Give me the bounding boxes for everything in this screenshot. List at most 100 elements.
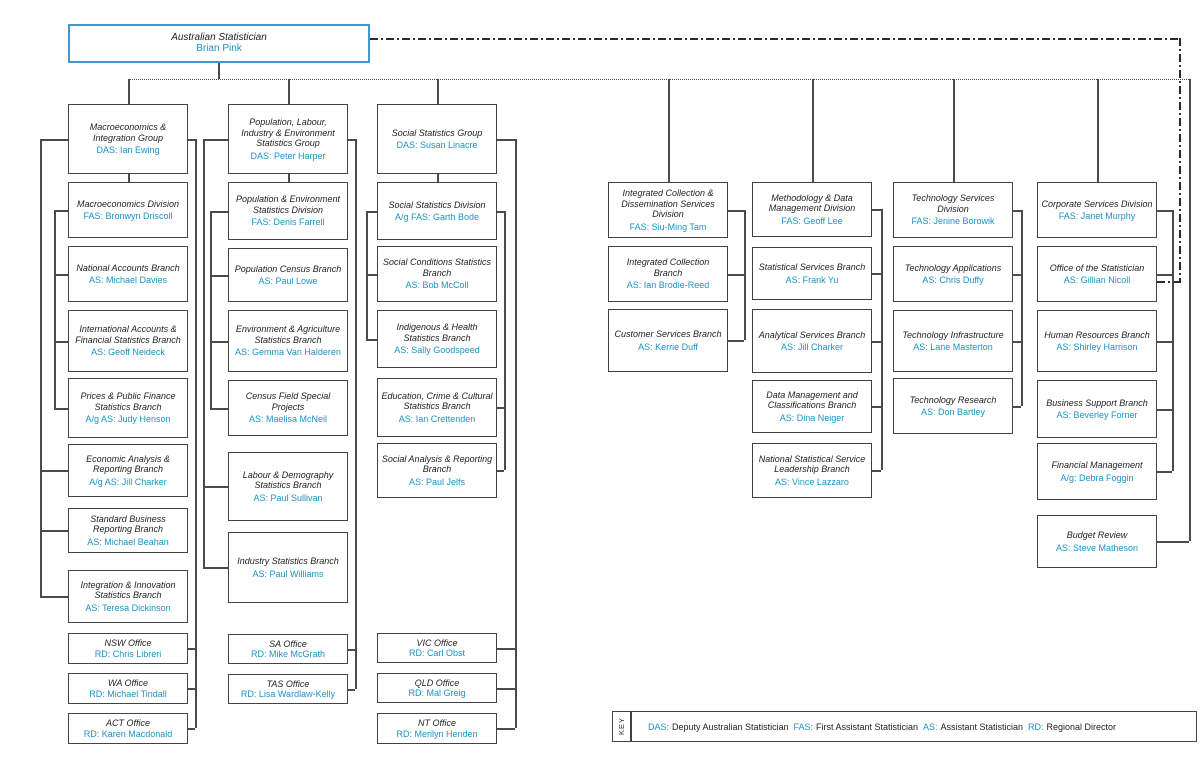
legend-entry-rd: RD:Regional Director — [1027, 721, 1116, 732]
org-box-analytical-services-branch: Analytical Services Branch AS: Jill Char… — [752, 309, 872, 373]
connector-line — [40, 139, 42, 596]
connector-line — [288, 79, 290, 104]
org-box-integrated-collection-dissemination-division: Integrated Collection & Dissemination Se… — [608, 182, 728, 238]
connector-line — [348, 689, 355, 691]
connector-line — [210, 211, 212, 408]
connector-line — [203, 139, 205, 567]
connector-line — [218, 63, 220, 79]
org-box-budget-review: Budget Review AS: Steve Matheson — [1037, 515, 1157, 568]
dashed-reporting-line — [1157, 281, 1181, 283]
org-box-macroeconomics-division: Macroeconomics Division FAS: Bronwyn Dri… — [68, 182, 188, 238]
connector-line — [1157, 471, 1172, 473]
connector-line — [188, 648, 195, 650]
connector-line — [40, 139, 68, 141]
connector-line — [744, 210, 746, 340]
legend-entry-fas: FAS:First Assistant Statistician — [793, 721, 919, 732]
org-box-standard-business-reporting-branch: Standard Business Reporting Branch AS: M… — [68, 508, 188, 553]
org-box-business-support-branch: Business Support Branch AS: Beverley For… — [1037, 380, 1157, 438]
connector-line — [881, 209, 883, 470]
connector-line — [203, 486, 228, 488]
connector-line — [668, 79, 670, 182]
org-box-act-office: ACT Office RD: Karen Macdonald — [68, 713, 188, 744]
connector-line — [1097, 79, 1099, 182]
legend-key-label: KEY — [617, 717, 626, 736]
connector-line — [872, 470, 881, 472]
org-box-technology-services-division: Technology Services Division FAS: Jenine… — [893, 182, 1013, 238]
org-box-population-environment-division: Population & Environment Statistics Divi… — [228, 182, 348, 240]
org-box-technology-infrastructure: Technology Infrastructure AS: Lane Maste… — [893, 310, 1013, 372]
org-box-technology-applications: Technology Applications AS: Chris Duffy — [893, 246, 1013, 302]
connector-line — [515, 139, 517, 728]
org-box-vic-office: VIC Office RD: Carl Obst — [377, 633, 497, 663]
connector-line — [497, 407, 504, 409]
org-box-qld-office: QLD Office RD: Mal Greig — [377, 673, 497, 703]
org-box-integrated-collection-branch: Integrated Collection Branch AS: Ian Bro… — [608, 246, 728, 302]
connector-line — [348, 139, 355, 141]
org-box-environment-agriculture-branch: Environment & Agriculture Statistics Bra… — [228, 310, 348, 372]
connector-line — [128, 79, 1189, 80]
org-box-indigenous-health-branch: Indigenous & Health Statistics Branch AS… — [377, 310, 497, 368]
org-box-nt-office: NT Office RD: Merilyn Henden — [377, 713, 497, 744]
connector-line — [366, 339, 377, 341]
connector-line — [203, 567, 228, 569]
legend-entry-das: DAS:Deputy Australian Statistician — [648, 721, 789, 732]
connector-line — [728, 340, 744, 342]
org-box-social-statistics-group: Social Statistics Group DAS: Susan Linac… — [377, 104, 497, 174]
connector-line — [40, 530, 68, 532]
connector-line — [1013, 274, 1021, 276]
connector-line — [188, 688, 195, 690]
connector-line — [210, 275, 228, 277]
connector-line — [497, 728, 515, 730]
connector-line — [437, 174, 439, 182]
connector-line — [1157, 341, 1172, 343]
org-box-australian-statistician: Australian Statistician Brian Pink — [68, 24, 370, 63]
org-box-human-resources-branch: Human Resources Branch AS: Shirley Harri… — [1037, 310, 1157, 372]
connector-line — [872, 341, 881, 343]
connector-line — [348, 649, 355, 651]
org-box-social-conditions-branch: Social Conditions Statistics Branch AS: … — [377, 246, 497, 302]
connector-line — [366, 211, 377, 213]
org-box-census-field-special-projects: Census Field Special Projects AS: Maelis… — [228, 380, 348, 436]
connector-line — [288, 174, 290, 182]
connector-line — [497, 470, 504, 472]
org-box-industry-statistics-branch: Industry Statistics Branch AS: Paul Will… — [228, 532, 348, 603]
connector-line — [497, 211, 504, 213]
connector-line — [1157, 409, 1172, 411]
connector-line — [872, 273, 881, 275]
connector-line — [812, 79, 814, 182]
org-box-wa-office: WA Office RD: Michael Tindall — [68, 673, 188, 704]
org-box-international-accounts-branch: International Accounts & Financial Stati… — [68, 310, 188, 372]
connector-line — [40, 470, 68, 472]
connector-line — [504, 211, 506, 470]
org-box-prices-public-finance-branch: Prices & Public Finance Statistics Branc… — [68, 378, 188, 438]
org-box-statistical-services-branch: Statistical Services Branch AS: Frank Yu — [752, 247, 872, 300]
connector-line — [40, 596, 68, 598]
connector-line — [1157, 274, 1172, 276]
org-box-financial-management: Financial Management A/g: Debra Foggin — [1037, 443, 1157, 500]
connector-line — [1172, 210, 1174, 471]
legend-key-tab: KEY — [612, 711, 631, 742]
org-box-office-of-the-statistician: Office of the Statistician AS: Gillian N… — [1037, 246, 1157, 302]
org-box-labour-demography-branch: Labour & Demography Statistics Branch AS… — [228, 452, 348, 521]
connector-line — [54, 210, 56, 408]
connector-line — [872, 209, 881, 211]
org-box-population-labour-group: Population, Labour, Industry & Environme… — [228, 104, 348, 174]
org-box-social-analysis-reporting-branch: Social Analysis & Reporting Branch AS: P… — [377, 443, 497, 498]
connector-line — [54, 274, 68, 276]
connector-line — [1013, 406, 1021, 408]
org-box-customer-services-branch: Customer Services Branch AS: Kerrie Duff — [608, 309, 728, 372]
connector-line — [195, 139, 197, 728]
org-box-social-statistics-division: Social Statistics Division A/g FAS: Gart… — [377, 182, 497, 240]
org-box-population-census-branch: Population Census Branch AS: Paul Lowe — [228, 248, 348, 302]
connector-line — [872, 406, 881, 408]
connector-line — [1189, 79, 1191, 541]
connector-line — [728, 274, 744, 276]
connector-line — [953, 79, 955, 182]
org-box-national-statistical-service-leadership-branch: National Statistical Service Leadership … — [752, 443, 872, 498]
connector-line — [210, 211, 228, 213]
connector-line — [210, 408, 228, 410]
org-box-economic-analysis-branch: Economic Analysis & Reporting Branch A/g… — [68, 444, 188, 497]
org-box-national-accounts-branch: National Accounts Branch AS: Michael Dav… — [68, 246, 188, 302]
legend-body: DAS:Deputy Australian Statistician FAS:F… — [631, 711, 1197, 742]
